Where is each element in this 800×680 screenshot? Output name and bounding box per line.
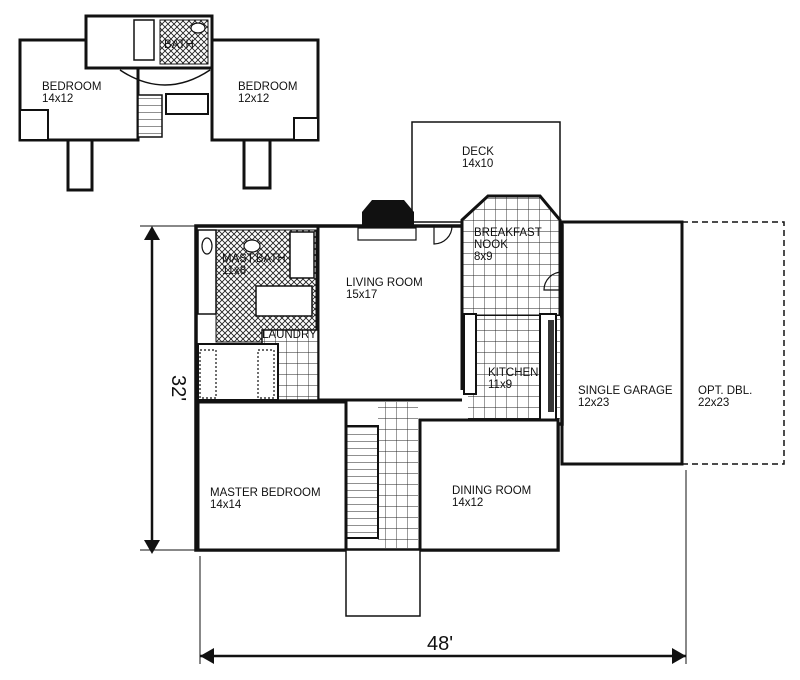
master-bedroom-room xyxy=(196,400,348,552)
upper-bath-sink xyxy=(190,22,206,34)
master-bedroom-name: MASTER BEDROOM xyxy=(210,487,321,499)
upper-bedroom-left-size: 14x12 xyxy=(42,93,73,105)
depth-dimension-label: 32' xyxy=(167,375,189,401)
master-bath-sink xyxy=(243,239,261,253)
master-bath-name: MAST.BATH xyxy=(222,253,286,265)
depth-arrow-top xyxy=(144,226,160,240)
laundry-name: LAUNDRY xyxy=(262,329,317,341)
dining-room-name: DINING ROOM xyxy=(452,485,531,497)
upper-floor-plan: BEDROOM 14x12 BATH BEDROOM 12x12 xyxy=(18,14,320,192)
upper-bath-tub xyxy=(133,19,155,61)
kitchen-counter-left xyxy=(463,313,477,395)
dining-room-room xyxy=(418,418,560,552)
garage-door-swing xyxy=(543,271,563,291)
master-bedroom-size: 14x14 xyxy=(210,499,242,511)
single-garage-room xyxy=(560,220,684,466)
living-room-name: LIVING ROOM xyxy=(346,277,423,289)
master-bath-shower xyxy=(255,285,313,317)
kitchen-name: KITCHEN xyxy=(488,367,538,379)
upper-bedroom-right-name: BEDROOM xyxy=(238,81,297,93)
width-dimension-label: 48' xyxy=(427,633,453,655)
kitchen-range xyxy=(548,320,554,412)
deck-door-swing xyxy=(433,225,453,245)
entry-hall-floor xyxy=(378,402,418,548)
front-stoop xyxy=(345,549,421,617)
depth-arrow-bottom xyxy=(144,540,160,554)
breakfast-nook-size: 8x9 xyxy=(474,251,493,263)
closet-left xyxy=(199,349,217,399)
upper-left-dormer-1 xyxy=(66,138,94,192)
deck-name: DECK xyxy=(462,146,494,158)
upper-right-dormer-1 xyxy=(242,138,272,190)
breakfast-nook-name-line1: BREAKFAST xyxy=(474,227,542,239)
upper-bedroom-left-name: BEDROOM xyxy=(42,81,101,93)
upper-hall-arc xyxy=(119,69,211,86)
single-garage-size: 12x23 xyxy=(578,397,609,409)
fireplace xyxy=(362,200,414,228)
upper-right-dormer-2 xyxy=(293,117,319,141)
width-arrow-right xyxy=(672,648,686,664)
optional-garage-size: 22x23 xyxy=(698,397,729,409)
main-stair xyxy=(345,425,379,539)
upper-bath-name: BATH xyxy=(164,39,194,51)
upper-landing xyxy=(165,93,209,115)
optional-garage-name: OPT. DBL. xyxy=(698,385,752,397)
width-arrow-left xyxy=(200,648,214,664)
closet-right xyxy=(257,349,275,399)
breakfast-nook-name-line2: NOOK xyxy=(474,239,508,251)
dimension-lines: 32' 48' xyxy=(140,225,687,664)
fireplace-hearth xyxy=(357,227,417,241)
master-bath-size: 11x8 xyxy=(222,265,246,277)
kitchen-size: 11x9 xyxy=(488,379,512,391)
deck-size: 14x10 xyxy=(462,158,493,170)
upper-stair xyxy=(137,94,163,138)
upper-bedroom-right-size: 12x12 xyxy=(238,93,269,105)
main-floor-plan: DECK 14x10 xyxy=(194,121,785,617)
upper-left-dormer-2 xyxy=(19,109,49,141)
living-room-size: 15x17 xyxy=(346,289,377,301)
master-bath-tub xyxy=(289,231,315,279)
dining-room-size: 14x12 xyxy=(452,497,483,509)
single-garage-name: SINGLE GARAGE xyxy=(578,385,673,397)
optional-garage-outline xyxy=(681,221,785,465)
master-bath-toilet xyxy=(201,237,213,255)
